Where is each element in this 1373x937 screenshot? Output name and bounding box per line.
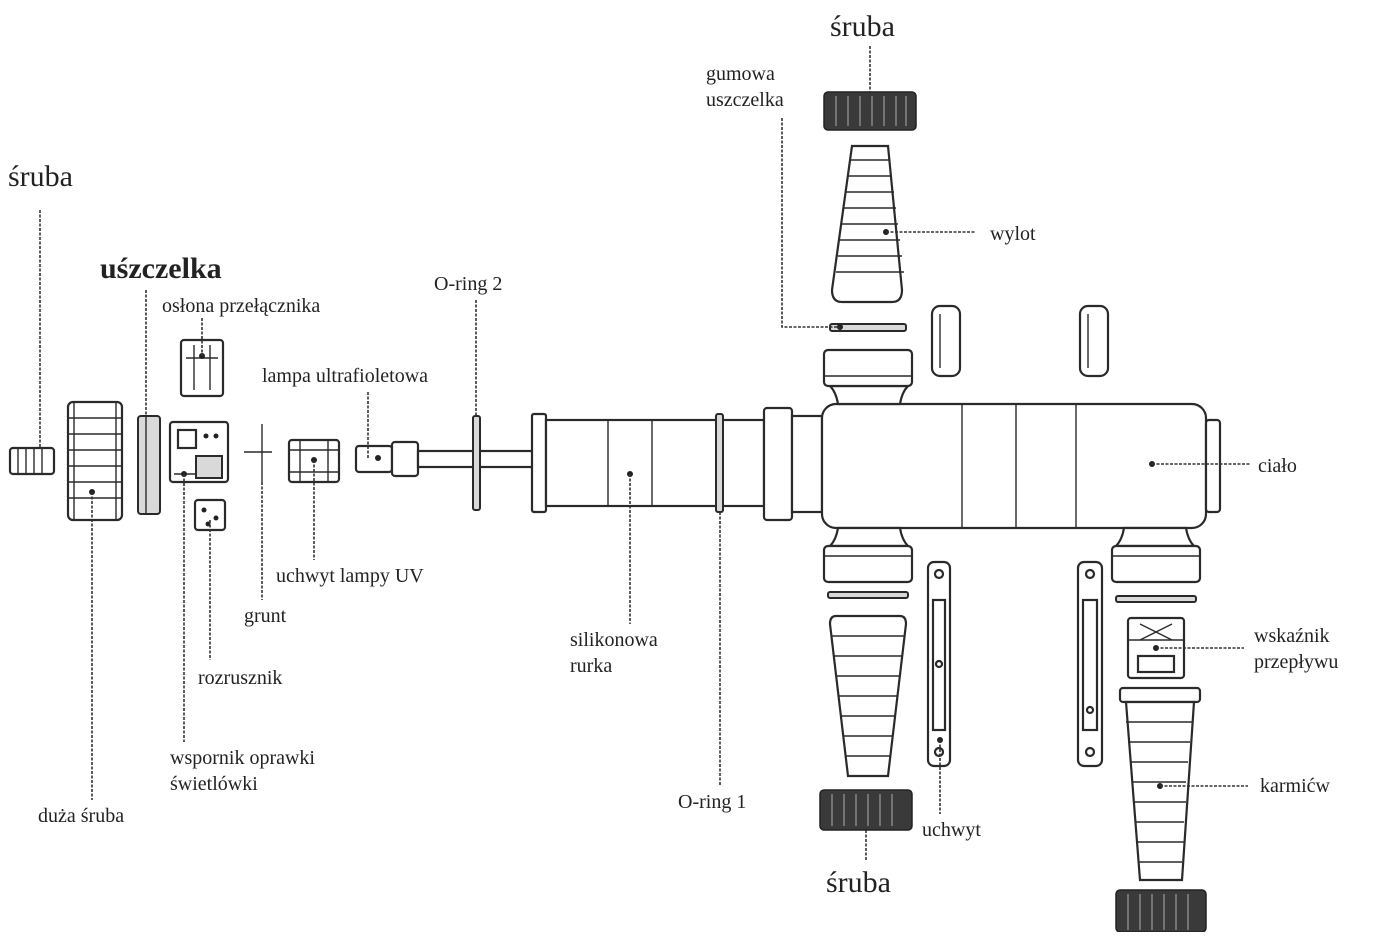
cap-small-2	[1078, 304, 1110, 378]
label-oring1: O-ring 1	[678, 791, 746, 813]
uv-lamp	[354, 440, 536, 478]
screw-bottom-right	[1115, 889, 1207, 933]
label-silikonowa-2: rurka	[570, 655, 612, 677]
switch-cover	[179, 338, 225, 398]
label-lampa: lampa ultrafioletowa	[262, 365, 428, 387]
ground-pin	[244, 424, 272, 482]
label-karmiew: karmićw	[1260, 775, 1331, 797]
label-wskaznik-1: wskaźnik	[1254, 625, 1330, 647]
small-screw-left	[8, 446, 56, 476]
label-wspornik-2: świetlówki	[170, 773, 258, 795]
label-wskaznik-2: przepływu	[1254, 651, 1338, 673]
holder-left	[926, 560, 952, 768]
label-gumowa-1: gumowa	[706, 63, 775, 85]
label-uchwyt-lampy: uchwyt lampy UV	[276, 565, 424, 587]
label-uchwyt: uchwyt	[922, 819, 981, 841]
label-grunt: grunt	[244, 605, 287, 627]
screw-bottom	[819, 789, 913, 831]
label-wylot: wylot	[990, 223, 1036, 245]
cap-small-1	[930, 304, 962, 378]
label-duza-sruba: duża śruba	[38, 805, 124, 827]
label-wspornik-1: wspornik oprawki	[170, 747, 315, 769]
label-sruba-top: śruba	[830, 10, 895, 43]
rubber-gasket-bottom	[827, 591, 909, 599]
gasket	[137, 415, 161, 515]
inlet-bottom	[828, 614, 908, 778]
label-uszczelka: uśzczelka	[100, 252, 222, 285]
big-screw	[66, 400, 124, 522]
silicone-tube	[530, 412, 766, 514]
leader-gumowa	[781, 118, 840, 328]
holder-right	[1076, 560, 1104, 768]
outlet-top	[830, 144, 904, 304]
label-oring2: O-ring 2	[434, 273, 502, 295]
label-sruba-bottom: śruba	[826, 866, 891, 899]
label-rozrusznik: rozrusznik	[198, 667, 282, 689]
lamp-bracket	[168, 420, 230, 484]
o-ring-2	[472, 415, 481, 511]
main-body	[762, 348, 1222, 584]
rubber-gasket-bottom-right	[1115, 595, 1197, 603]
label-sruba-left: śruba	[8, 160, 73, 193]
starter	[193, 498, 227, 532]
label-silikonowa-1: silikonowa	[570, 629, 658, 651]
label-oslona: osłona przełącznika	[162, 295, 320, 317]
o-ring-1	[715, 413, 724, 513]
label-cialo: ciało	[1258, 455, 1297, 477]
feeder-inlet	[1118, 686, 1202, 882]
label-gumowa-2: uszczelka	[706, 89, 784, 111]
